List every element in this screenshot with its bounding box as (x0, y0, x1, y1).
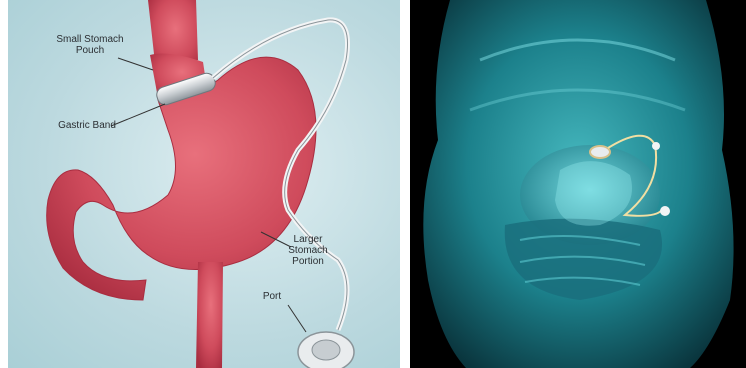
label-small-stomach-pouch: Small Stomach Pouch (50, 34, 130, 56)
label-gastric-band: Gastric Band (52, 120, 122, 131)
body-silhouette (410, 0, 746, 368)
gastric-band-illustration: Small Stomach Pouch Gastric Band Larger … (8, 0, 400, 368)
port-device (660, 206, 670, 216)
gastric-band (590, 146, 610, 158)
port-device (298, 332, 354, 368)
duodenum (196, 262, 223, 368)
body-xray-illustration (410, 0, 746, 368)
label-larger-stomach-portion: Larger Stomach Portion (278, 234, 338, 267)
label-port: Port (257, 291, 287, 302)
